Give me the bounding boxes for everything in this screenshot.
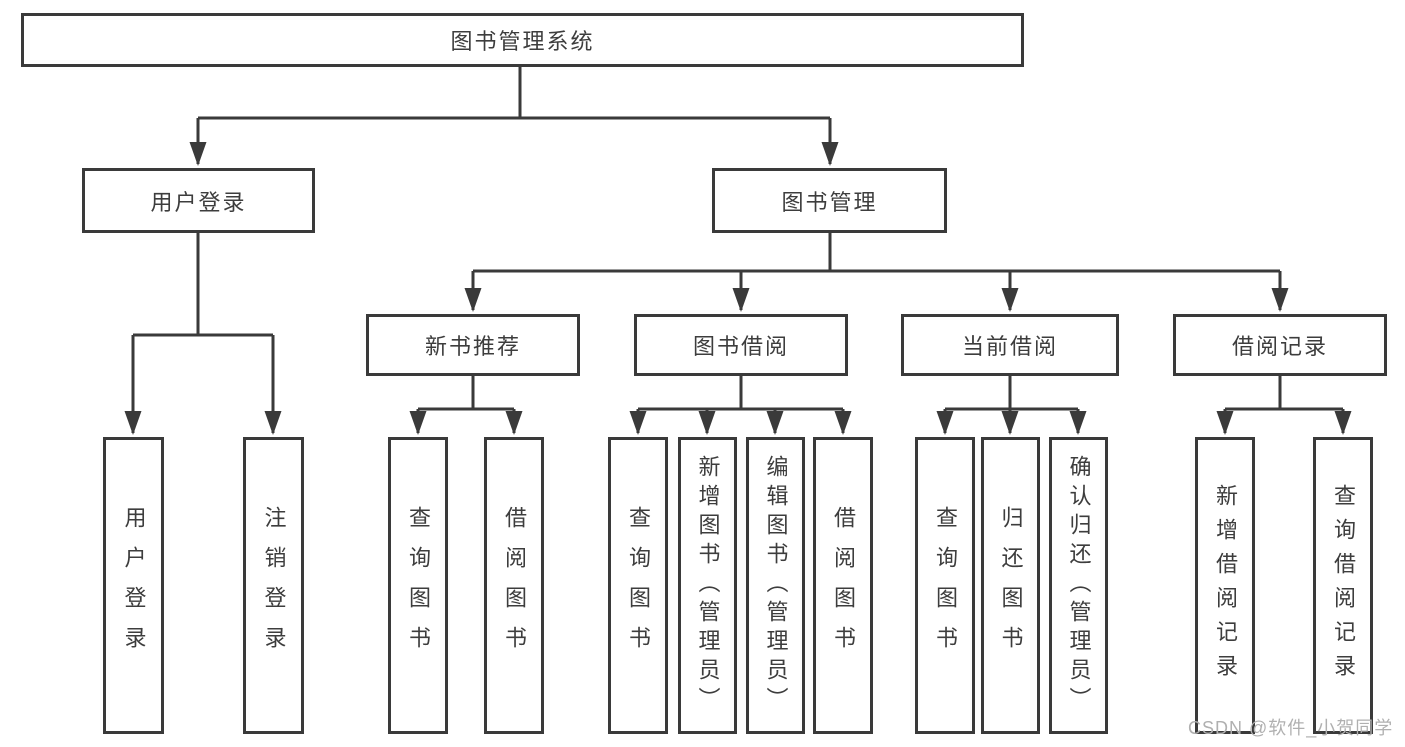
- watermark: CSDN @软件_小贺同学: [1188, 718, 1394, 738]
- leaf-bb-add-books-admin: 新增图书（管理员）: [678, 437, 737, 734]
- node-borrowing-records-label: 借阅记录: [1231, 334, 1328, 359]
- leaf-nb-borrow-books-label: 借阅图书: [502, 505, 527, 666]
- leaf-bb-query-books-label: 查询图书: [626, 505, 651, 666]
- node-new-book-recommend: 新书推荐: [366, 314, 580, 376]
- leaf-br-query-borrow-record-label: 查询借阅记录: [1331, 483, 1356, 688]
- leaf-bb-edit-books-admin: 编辑图书（管理员）: [746, 437, 805, 734]
- node-book-management-label: 图书管理: [781, 189, 878, 215]
- leaf-bb-borrow-books: 借阅图书: [813, 437, 873, 734]
- node-book-borrowing-label: 图书借阅: [692, 334, 789, 359]
- node-current-borrowing: 当前借阅: [901, 314, 1119, 376]
- node-current-borrowing-label: 当前借阅: [961, 334, 1058, 359]
- leaf-cb-confirm-return-admin: 确认归还（管理员）: [1049, 437, 1108, 734]
- node-new-book-recommend-label: 新书推荐: [424, 334, 521, 359]
- leaf-cb-return-books-label: 归还图书: [998, 505, 1024, 666]
- leaf-nb-borrow-books: 借阅图书: [484, 437, 544, 734]
- node-user-login: 用户登录: [82, 168, 315, 233]
- node-book-management: 图书管理: [712, 168, 947, 233]
- leaf-bb-borrow-books-label: 借阅图书: [831, 505, 856, 666]
- node-root-label: 图书管理系统: [450, 29, 595, 54]
- leaf-bb-query-books: 查询图书: [608, 437, 668, 734]
- node-borrowing-records: 借阅记录: [1173, 314, 1387, 376]
- leaf-logout-label: 注销登录: [261, 505, 287, 666]
- leaf-bb-edit-books-admin-label: 编辑图书（管理员）: [763, 455, 789, 716]
- leaf-user-login: 用户登录: [103, 437, 164, 734]
- leaf-nb-query-books-label: 查询图书: [406, 505, 431, 666]
- leaf-br-add-borrow-record-label: 新增借阅记录: [1213, 483, 1238, 688]
- leaf-cb-query-books: 查询图书: [915, 437, 975, 734]
- leaf-nb-query-books: 查询图书: [388, 437, 448, 734]
- node-user-login-label: 用户登录: [150, 189, 247, 215]
- leaf-cb-query-books-label: 查询图书: [933, 505, 958, 666]
- node-book-borrowing: 图书借阅: [634, 314, 848, 376]
- leaf-bb-add-books-admin-label: 新增图书（管理员）: [695, 455, 721, 716]
- leaf-cb-confirm-return-admin-label: 确认归还（管理员）: [1066, 455, 1092, 716]
- leaf-user-login-label: 用户登录: [121, 505, 147, 666]
- leaf-br-query-borrow-record: 查询借阅记录: [1313, 437, 1373, 734]
- node-root: 图书管理系统: [21, 13, 1024, 67]
- leaf-br-add-borrow-record: 新增借阅记录: [1195, 437, 1255, 734]
- leaf-cb-return-books: 归还图书: [981, 437, 1040, 734]
- leaf-logout: 注销登录: [243, 437, 304, 734]
